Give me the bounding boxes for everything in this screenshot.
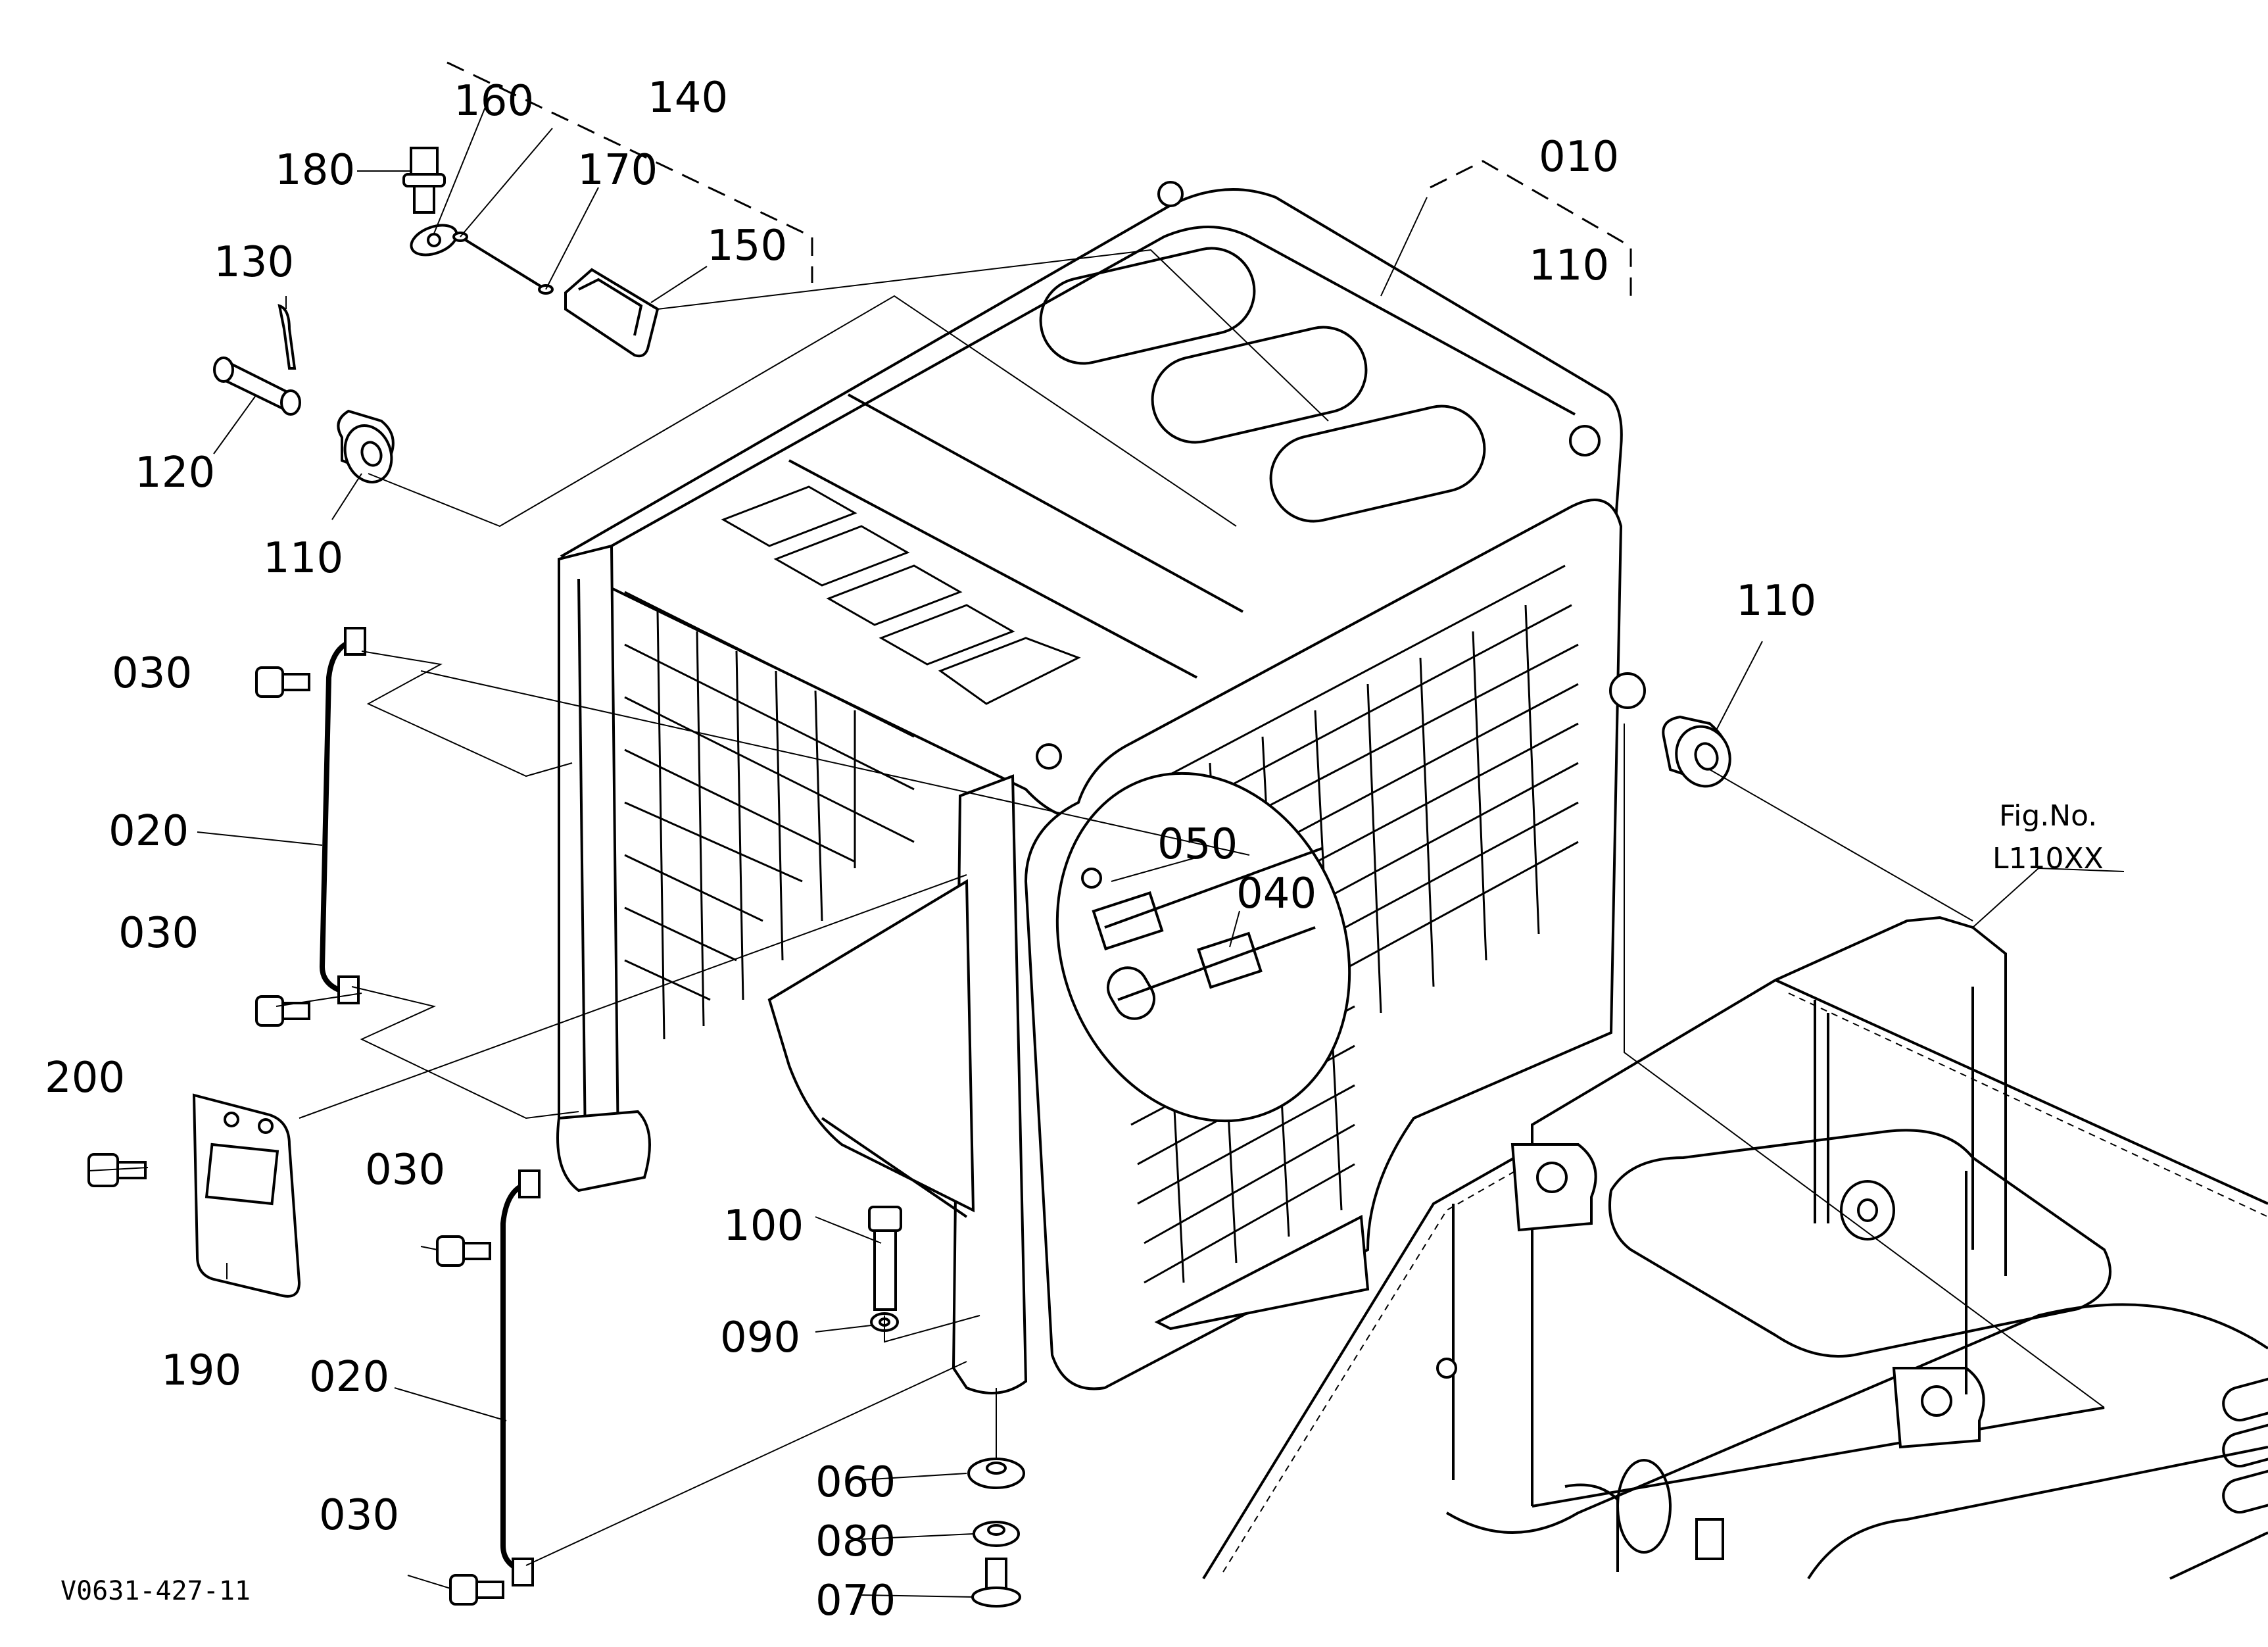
pin-120 xyxy=(213,356,301,416)
figure-reference-label: Fig.No. xyxy=(1999,799,2097,833)
callout-140: 140 xyxy=(648,74,728,122)
callout-120: 120 xyxy=(135,449,215,497)
callout-180: 180 xyxy=(275,146,355,195)
roof-vent-slots xyxy=(721,485,1081,705)
bolt-100 xyxy=(868,1206,902,1311)
callout-160: 160 xyxy=(454,77,534,126)
bolt-180 xyxy=(402,147,446,214)
callout-030-c: 030 xyxy=(365,1146,445,1194)
callout-190: 190 xyxy=(161,1346,241,1395)
callout-110-right: 110 xyxy=(1736,577,1816,626)
callout-030-b: 030 xyxy=(118,909,199,958)
canopy-frame xyxy=(556,181,1646,1394)
wire-170 xyxy=(452,232,554,295)
callout-050: 050 xyxy=(1157,820,1238,869)
bolt-030-a xyxy=(255,666,310,698)
handle-150 xyxy=(564,268,660,358)
collar-070 xyxy=(971,1558,1021,1608)
callout-labels: 140 160 180 170 150 130 120 110 010 110 … xyxy=(45,74,1816,1625)
callout-200: 200 xyxy=(45,1054,125,1102)
callout-020-upper: 020 xyxy=(109,807,189,856)
bolt-030-c xyxy=(436,1235,491,1267)
callout-030-d: 030 xyxy=(319,1491,399,1540)
left-mesh-grid xyxy=(624,591,915,1040)
callout-090: 090 xyxy=(720,1314,800,1362)
bushing-110-right xyxy=(1662,715,1731,788)
callout-010: 010 xyxy=(1539,133,1619,182)
callout-060: 060 xyxy=(815,1458,896,1507)
callout-110-left: 110 xyxy=(263,534,343,583)
cushion-060 xyxy=(967,1458,1025,1489)
dashed-bracket-010 xyxy=(1430,160,1632,303)
main-frame-reference xyxy=(1202,916,2268,1580)
callout-080: 080 xyxy=(815,1517,896,1566)
cushion-080 xyxy=(973,1521,1020,1547)
callout-020-lower: 020 xyxy=(309,1353,389,1402)
callout-100: 100 xyxy=(723,1202,804,1250)
grab-handle-020-upper xyxy=(319,627,366,1004)
callout-130: 130 xyxy=(214,238,294,287)
drawing-code: V0631-427-11 xyxy=(60,1576,251,1606)
figure-reference: Fig.No. L110XX xyxy=(1992,799,2104,875)
callout-110-kit: 110 xyxy=(1529,241,1609,290)
callout-040: 040 xyxy=(1236,870,1316,918)
document-case-190 xyxy=(192,1093,301,1298)
figure-reference-number: L110XX xyxy=(1992,842,2104,875)
bolt-030-b xyxy=(255,995,310,1027)
leader-lines xyxy=(88,103,2125,1598)
bolt-030-d xyxy=(449,1574,504,1606)
callout-170: 170 xyxy=(577,146,658,195)
bushing-110-left xyxy=(337,409,395,483)
grab-handle-020-lower xyxy=(500,1169,541,1586)
callout-150: 150 xyxy=(707,222,787,270)
callout-030-a: 030 xyxy=(112,649,192,698)
callout-070: 070 xyxy=(815,1577,896,1625)
dashed-bracket-140 xyxy=(446,61,813,283)
eye-plate-160 xyxy=(410,224,458,257)
pin-130 xyxy=(277,304,297,370)
detail-inset-circle xyxy=(1055,772,1351,1123)
